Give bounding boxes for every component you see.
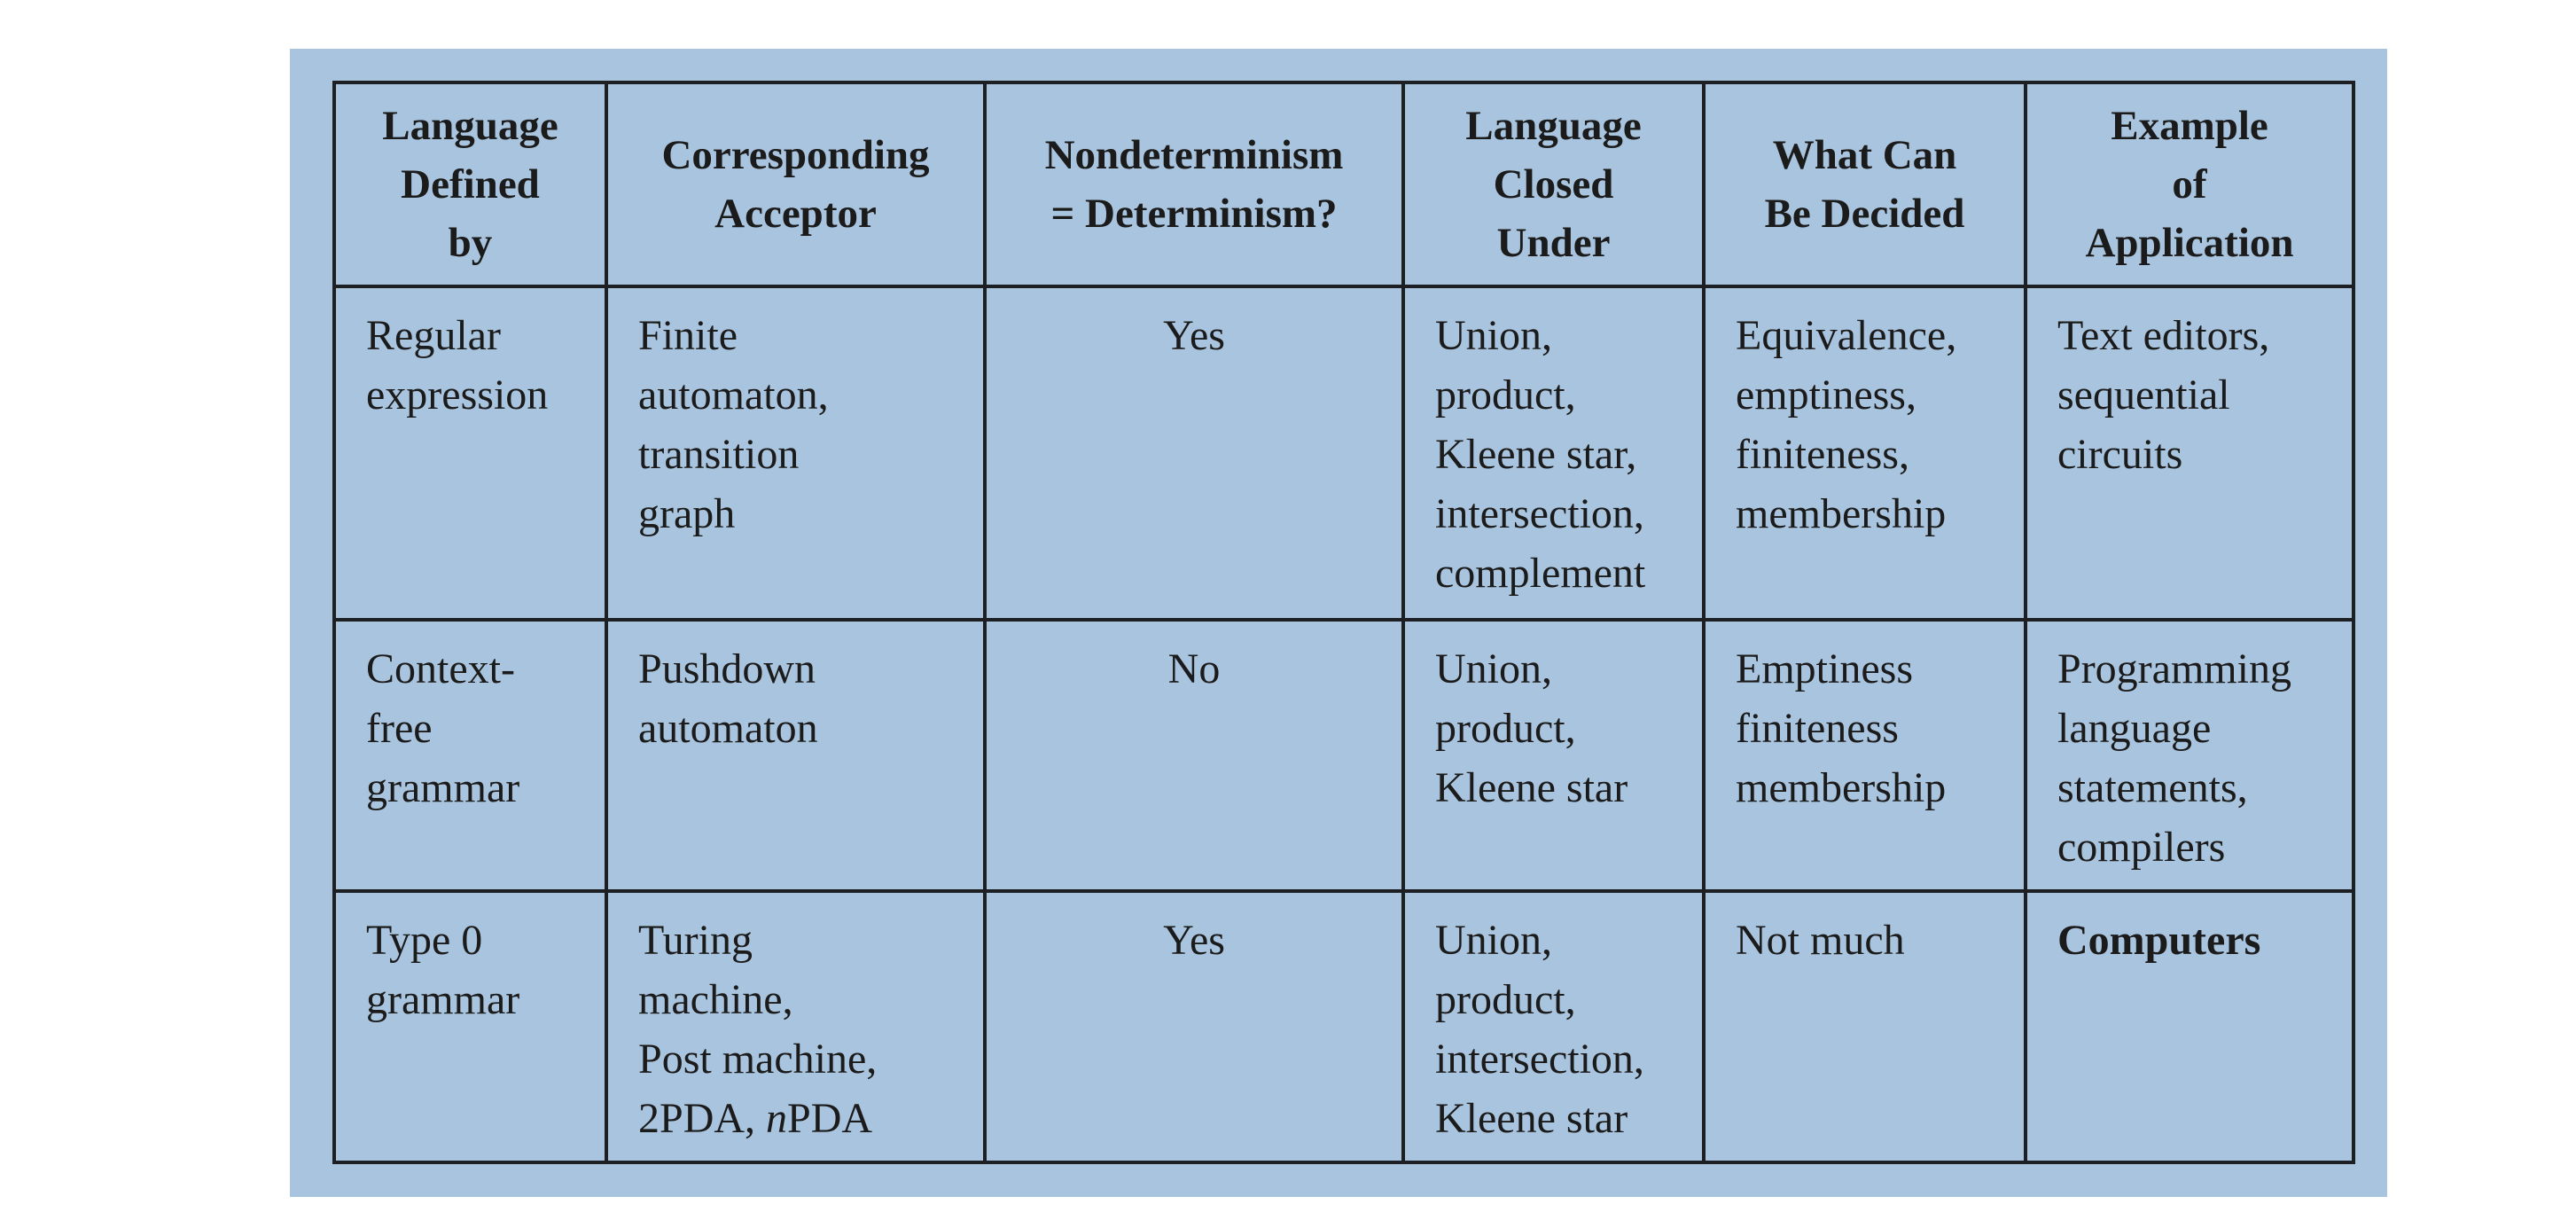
cell-decidable: Emptiness finiteness membership xyxy=(1702,618,2027,894)
cell-application: Programming language statements, compile… xyxy=(2024,618,2355,894)
cell-nondeterminism: Yes xyxy=(983,284,1405,622)
header-example-application: Example of Application xyxy=(2024,81,2355,288)
header-corresponding-acceptor: Corresponding Acceptor xyxy=(605,81,987,288)
cell-application: Computers xyxy=(2024,889,2355,1164)
cell-acceptor: Pushdown automaton xyxy=(605,618,987,894)
cell-decidable: Not much xyxy=(1702,889,2027,1164)
cell-nondeterminism: Yes xyxy=(983,889,1405,1164)
cell-closed-under: Union, product, intersection, Kleene sta… xyxy=(1401,889,1706,1164)
header-language-defined-by: Language Defined by xyxy=(332,81,608,288)
cell-decidable: Equivalence, emptiness, finiteness, memb… xyxy=(1702,284,2027,622)
language-comparison-table: Language Defined by Corresponding Accept… xyxy=(332,81,2355,1164)
table-row: Context- free grammar Pushdown automaton… xyxy=(332,618,2355,894)
table-row: Type 0 grammar Turing machine, Post mach… xyxy=(332,889,2355,1164)
cell-application: Text editors, sequential circuits xyxy=(2024,284,2355,622)
cell-acceptor: Turing machine, Post machine, 2PDA, nPDA xyxy=(605,889,987,1164)
header-nondeterminism: Nondeterminism = Determinism? xyxy=(983,81,1405,288)
cell-acceptor: Finite automaton, transition graph xyxy=(605,284,987,622)
table-row: Regular expression Finite automaton, tra… xyxy=(332,284,2355,622)
table-panel: Language Defined by Corresponding Accept… xyxy=(290,49,2387,1197)
cell-language: Regular expression xyxy=(332,284,608,622)
header-what-can-be-decided: What Can Be Decided xyxy=(1702,81,2027,288)
cell-language: Context- free grammar xyxy=(332,618,608,894)
header-row: Language Defined by Corresponding Accept… xyxy=(332,81,2355,288)
cell-nondeterminism: No xyxy=(983,618,1405,894)
cell-language: Type 0 grammar xyxy=(332,889,608,1164)
cell-closed-under: Union, product, Kleene star xyxy=(1401,618,1706,894)
header-closed-under: Language Closed Under xyxy=(1401,81,1706,288)
cell-closed-under: Union, product, Kleene star, intersectio… xyxy=(1401,284,1706,622)
